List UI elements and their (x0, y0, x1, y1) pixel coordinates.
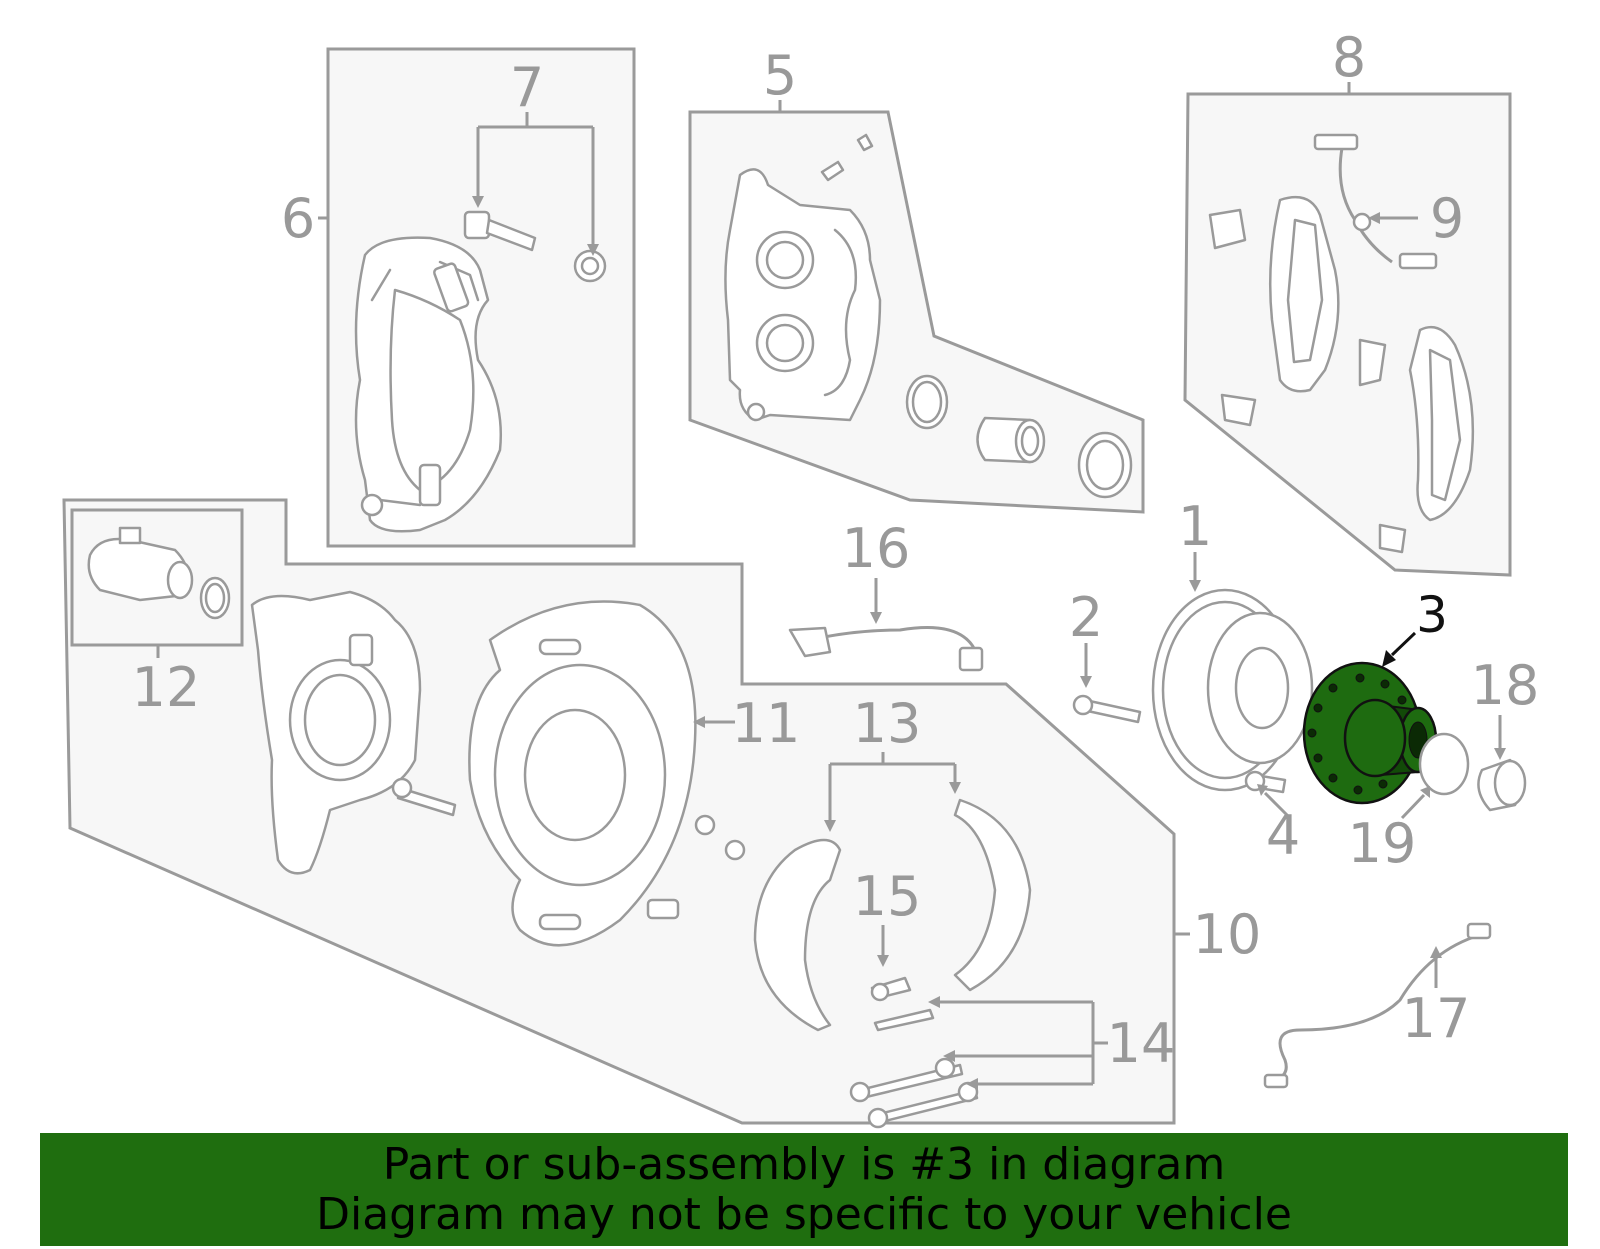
brake-hose (788, 626, 984, 672)
callout-6: 6 (281, 187, 315, 250)
o-ring (1418, 732, 1470, 796)
hub-assembly-highlighted (1302, 661, 1438, 805)
callout-10: 10 (1193, 903, 1262, 966)
bearing-nut (1477, 758, 1527, 812)
callout-8: 8 (1332, 26, 1366, 89)
panel-brake-pads (1183, 92, 1512, 577)
callout-9: 9 (1430, 187, 1464, 250)
callout-17: 17 (1402, 987, 1471, 1050)
rotor-bolt (1072, 694, 1142, 724)
callout-16: 16 (842, 517, 911, 580)
callout-14: 14 (1107, 1012, 1176, 1075)
brake-rotor (1151, 588, 1314, 792)
abs-sensor-harness (1263, 922, 1492, 1089)
callout-11: 11 (732, 692, 801, 755)
callout-19: 19 (1348, 812, 1417, 875)
callout-2: 2 (1069, 586, 1103, 649)
callout-4: 4 (1266, 804, 1300, 867)
panel-caliper (688, 110, 1145, 514)
callout-18: 18 (1471, 654, 1540, 717)
banner-line-disclaimer: Diagram may not be specific to your vehi… (316, 1188, 1292, 1240)
callout-13: 13 (853, 692, 922, 755)
hub-bolt-holes (1307, 673, 1407, 795)
callout-3: 3 (1416, 586, 1448, 644)
panel-parking-brake (62, 498, 1176, 1129)
callout-labels: 1 2 3 4 5 6 7 8 9 10 11 12 13 14 15 16 1… (132, 26, 1540, 1075)
banner-line-part: Part or sub-assembly is #3 in diagram (382, 1138, 1226, 1190)
bushing (573, 249, 607, 283)
info-banner: Part or sub-assembly is #3 in diagram Di… (40, 1133, 1568, 1246)
callout-12: 12 (132, 656, 201, 719)
callout-15: 15 (853, 865, 922, 928)
callout-1: 1 (1178, 495, 1212, 558)
panel-caliper-bracket (326, 47, 636, 548)
leader-lines (156, 82, 1506, 1090)
callout-5: 5 (763, 44, 797, 107)
guide-bolt (463, 210, 537, 252)
callout-7: 7 (510, 56, 544, 119)
